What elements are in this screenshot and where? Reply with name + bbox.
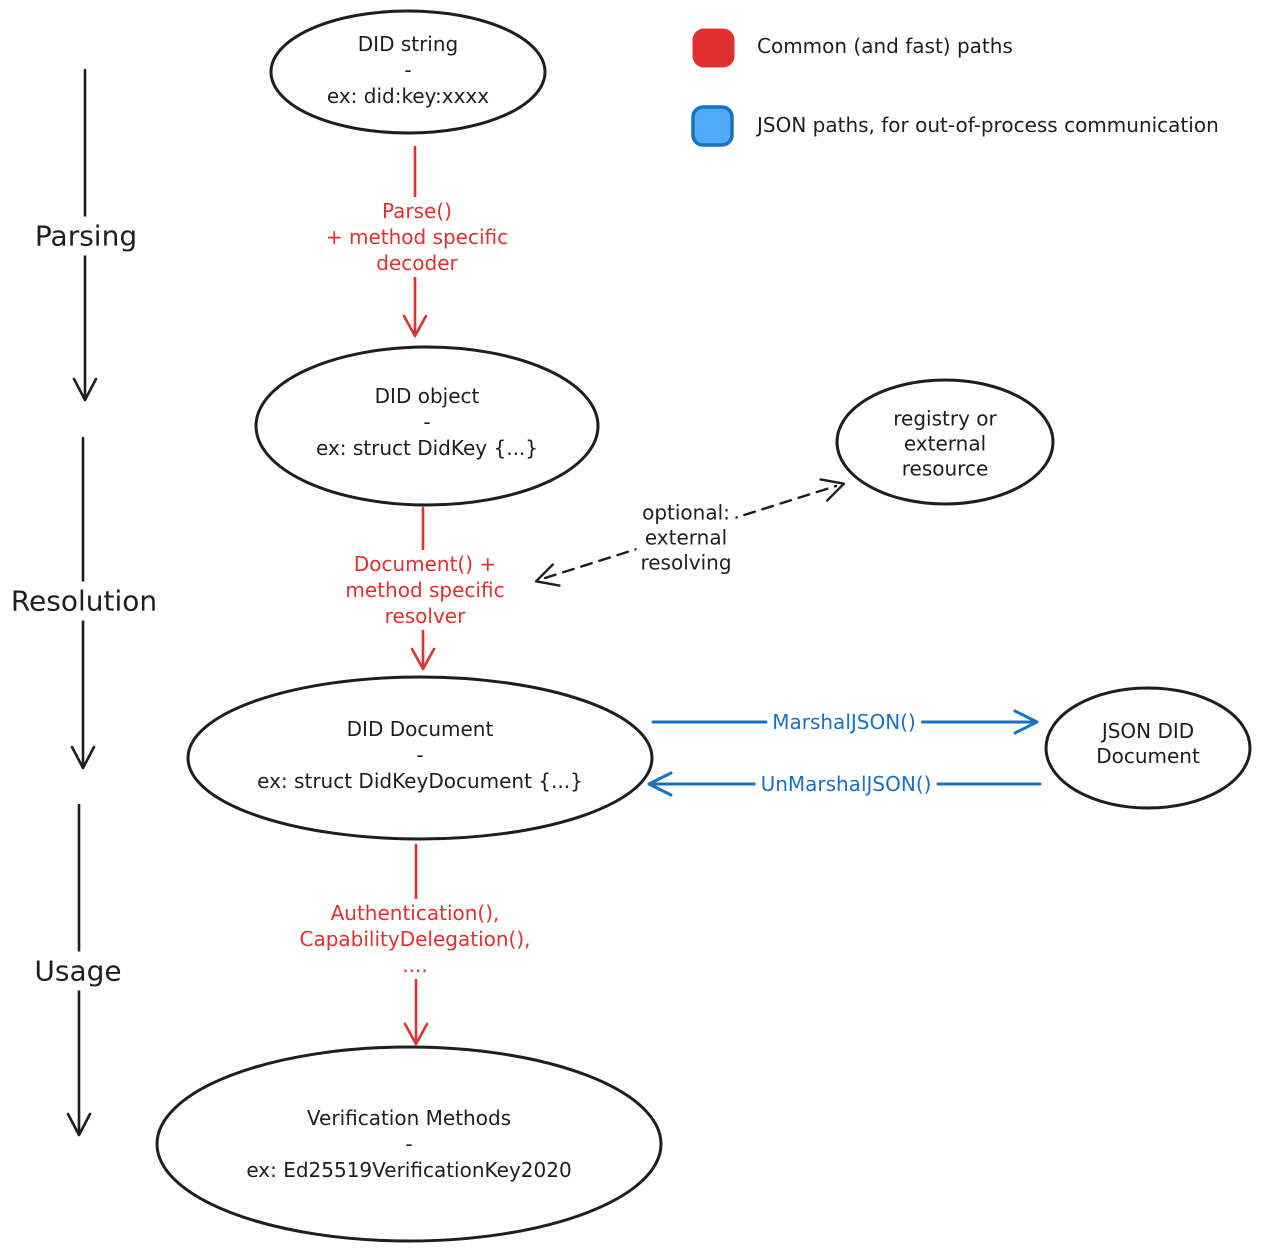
did-document-example: ex: struct DidKeyDocument {...} xyxy=(257,769,583,793)
did-string-node-text: DID string - ex: did:key:xxxx xyxy=(327,31,489,109)
did-object-node-text: DID object - ex: struct DidKey {...} xyxy=(316,383,538,461)
registry-line-2: external xyxy=(903,431,987,456)
marshal-json-label: MarshalJSON() xyxy=(767,710,921,734)
did-document-ellipse xyxy=(186,675,654,841)
registry-line-3: resource xyxy=(901,456,989,481)
usage-arrowhead-icon xyxy=(66,1112,92,1137)
verification-methods-ellipse xyxy=(155,1045,663,1243)
legend-label-json: JSON paths, for out-of-process communica… xyxy=(757,113,1219,137)
use-edge-line-1: Authentication(), xyxy=(330,901,500,925)
parse-edge-line-2: + method specific xyxy=(325,225,509,249)
parse-edge-line-1: Parse() xyxy=(382,199,452,223)
did-object-example: ex: struct DidKey {...} xyxy=(315,436,539,460)
registry-line-1: registry or xyxy=(893,406,997,431)
verification-methods-title: Verification Methods xyxy=(306,1106,512,1130)
json-did-document-line-1: JSON DID xyxy=(1101,719,1195,743)
json-did-document-node-text: JSON DID Document xyxy=(1096,719,1200,769)
resolve-edge-line-2: method specific xyxy=(345,578,505,602)
did-object-ellipse xyxy=(254,345,600,507)
optional-resolving-label: optional: external resolving xyxy=(636,499,736,577)
resolve-edge-label: Document() + method specific resolver xyxy=(339,550,511,630)
section-label-usage: Usage xyxy=(32,951,124,991)
json-did-document-line-2: Document xyxy=(1096,744,1200,768)
did-object-title: DID object xyxy=(374,384,480,408)
resolve-edge-line-3: resolver xyxy=(384,604,466,628)
parse-edge-line-3: decoder xyxy=(376,251,458,275)
did-string-separator: - xyxy=(404,58,412,82)
use-edge-label: Authentication(), CapabilityDelegation()… xyxy=(293,899,537,979)
did-string-example: ex: did:key:xxxx xyxy=(326,84,490,108)
did-document-title: DID Document xyxy=(346,717,494,741)
did-string-title: DID string xyxy=(357,32,459,56)
verification-methods-node-text: Verification Methods - ex: Ed25519Verifi… xyxy=(246,1105,571,1183)
optional-arrowhead-right-icon xyxy=(819,478,846,502)
parse-edge-label: Parse() + method specific decoder xyxy=(319,197,515,277)
parsing-arrowhead-icon xyxy=(72,377,98,402)
did-document-node-text: DID Document - ex: struct DidKeyDocument… xyxy=(257,716,583,794)
use-edge-line-2: CapabilityDelegation(), xyxy=(299,927,531,951)
parse-arrowhead-icon xyxy=(402,314,428,338)
optional-line-3: resolving xyxy=(640,550,732,575)
legend-red-swatch-icon xyxy=(692,28,735,68)
resolve-arrowhead-icon xyxy=(410,647,436,671)
did-object-separator: - xyxy=(423,410,431,434)
resolve-edge-line-1: Document() + xyxy=(353,552,497,576)
unmarshal-json-label: UnMarshalJSON() xyxy=(755,772,937,796)
verification-methods-separator: - xyxy=(405,1132,413,1156)
verification-methods-example: ex: Ed25519VerificationKey2020 xyxy=(246,1158,572,1182)
section-label-resolution: Resolution xyxy=(8,581,160,621)
did-string-ellipse xyxy=(269,9,547,135)
resolution-arrowhead-icon xyxy=(70,745,96,770)
use-arrowhead-icon xyxy=(403,1022,429,1046)
did-document-separator: - xyxy=(416,743,424,767)
optional-line-2: external xyxy=(644,525,728,550)
registry-ellipse xyxy=(835,378,1055,506)
optional-line-1: optional: xyxy=(642,500,730,525)
use-edge-line-3: .... xyxy=(402,953,428,977)
legend-blue-swatch-icon xyxy=(691,105,734,147)
registry-node-text: registry or external resource xyxy=(893,407,996,482)
marshal-arrowhead-icon xyxy=(1013,709,1039,735)
legend-label-common: Common (and fast) paths xyxy=(757,34,1013,58)
unmarshal-arrowhead-icon xyxy=(647,771,673,797)
section-label-parsing: Parsing xyxy=(32,216,140,256)
json-did-document-ellipse xyxy=(1044,686,1252,810)
optional-arrowhead-left-icon xyxy=(534,563,561,587)
